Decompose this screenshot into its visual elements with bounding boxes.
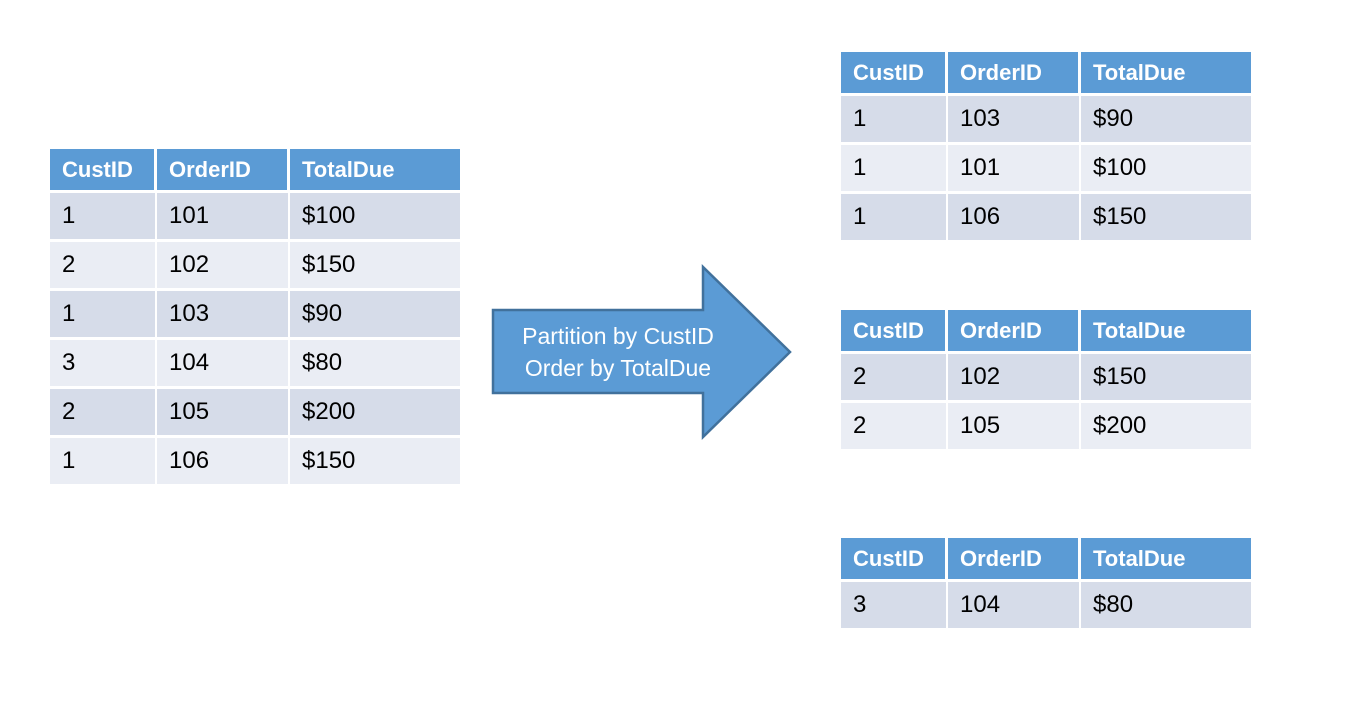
arrow-label-line2: Order by TotalDue [524,354,712,381]
partition-table-3: CustID OrderID TotalDue 3 104 $80 [841,538,1251,631]
partition-table-1: CustID OrderID TotalDue 1 103 $90 1 101 … [841,52,1251,243]
cell-orderid: 104 [948,582,1081,631]
cell-orderid: 101 [157,193,290,242]
cell-totaldue: $200 [1081,403,1251,452]
flow-arrow [491,264,792,440]
table-row: 1 103 $90 [50,291,460,340]
table-row: 2 105 $200 [841,403,1251,452]
header-row: CustID OrderID TotalDue [841,538,1251,582]
cell-orderid: 103 [157,291,290,340]
cell-orderid: 101 [948,145,1081,194]
cell-totaldue: $150 [1081,194,1251,243]
column-header-totaldue: TotalDue [1081,52,1251,96]
table-row: 1 103 $90 [841,96,1251,145]
column-header-orderid: OrderID [157,149,290,193]
table-row: 2 102 $150 [841,354,1251,403]
cell-totaldue: $80 [1081,582,1251,631]
cell-totaldue: $90 [1081,96,1251,145]
cell-custid: 1 [50,438,157,487]
cell-custid: 2 [841,354,948,403]
cell-totaldue: $90 [290,291,460,340]
cell-totaldue: $200 [290,389,460,438]
cell-orderid: 102 [948,354,1081,403]
column-header-orderid: OrderID [948,310,1081,354]
table-row: 2 105 $200 [50,389,460,438]
cell-totaldue: $150 [1081,354,1251,403]
cell-custid: 1 [841,194,948,243]
cell-totaldue: $80 [290,340,460,389]
column-header-totaldue: TotalDue [290,149,460,193]
cell-custid: 2 [50,242,157,291]
cell-orderid: 102 [157,242,290,291]
source-table: CustID OrderID TotalDue 1 101 $100 2 102… [50,149,460,487]
cell-custid: 1 [50,193,157,242]
cell-custid: 2 [841,403,948,452]
cell-totaldue: $150 [290,242,460,291]
cell-orderid: 104 [157,340,290,389]
table-row: 1 106 $150 [50,438,460,487]
cell-orderid: 106 [948,194,1081,243]
column-header-totaldue: TotalDue [1081,310,1251,354]
cell-totaldue: $150 [290,438,460,487]
column-header-totaldue: TotalDue [1081,538,1251,582]
arrow-label: Partition by CustID Order by TotalDue [490,310,746,393]
cell-custid: 1 [841,96,948,145]
column-header-custid: CustID [50,149,157,193]
table-row: 1 101 $100 [50,193,460,242]
table-row: 1 101 $100 [841,145,1251,194]
header-row: CustID OrderID TotalDue [841,52,1251,96]
header-row: CustID OrderID TotalDue [50,149,460,193]
cell-custid: 3 [841,582,948,631]
column-header-orderid: OrderID [948,538,1081,582]
table-row: 1 106 $150 [841,194,1251,243]
arrow-label-line1: Partition by CustID [522,322,714,349]
column-header-orderid: OrderID [948,52,1081,96]
right-arrow-shape [491,264,792,440]
table-row: 2 102 $150 [50,242,460,291]
cell-custid: 1 [841,145,948,194]
cell-custid: 3 [50,340,157,389]
partition-table-2: CustID OrderID TotalDue 2 102 $150 2 105… [841,310,1251,452]
table-row: 3 104 $80 [50,340,460,389]
cell-orderid: 105 [948,403,1081,452]
cell-orderid: 103 [948,96,1081,145]
cell-totaldue: $100 [290,193,460,242]
column-header-custid: CustID [841,310,948,354]
column-header-custid: CustID [841,538,948,582]
cell-orderid: 105 [157,389,290,438]
table-row: 3 104 $80 [841,582,1251,631]
header-row: CustID OrderID TotalDue [841,310,1251,354]
cell-custid: 1 [50,291,157,340]
cell-totaldue: $100 [1081,145,1251,194]
column-header-custid: CustID [841,52,948,96]
cell-custid: 2 [50,389,157,438]
cell-orderid: 106 [157,438,290,487]
